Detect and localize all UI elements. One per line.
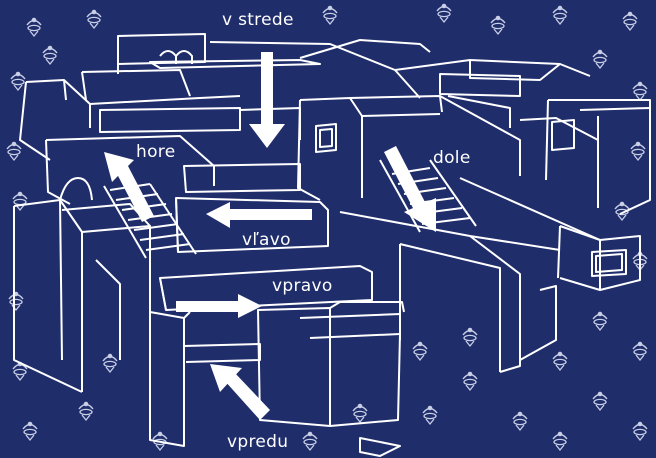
label-vlavo: vľavo	[242, 230, 291, 250]
arrow-up-left-icon-bottom	[210, 364, 270, 420]
arrow-down-right-icon	[384, 146, 436, 232]
arrow-left-icon	[206, 202, 312, 228]
label-dole: dole	[433, 148, 471, 168]
maze-walls	[14, 34, 650, 456]
label-vpredu: vpredu	[227, 432, 288, 452]
label-vpravo: vpravo	[272, 276, 333, 296]
label-hore: hore	[136, 142, 175, 162]
label-v-strede: v strede	[222, 10, 294, 30]
arrow-up-left-icon	[104, 152, 154, 222]
